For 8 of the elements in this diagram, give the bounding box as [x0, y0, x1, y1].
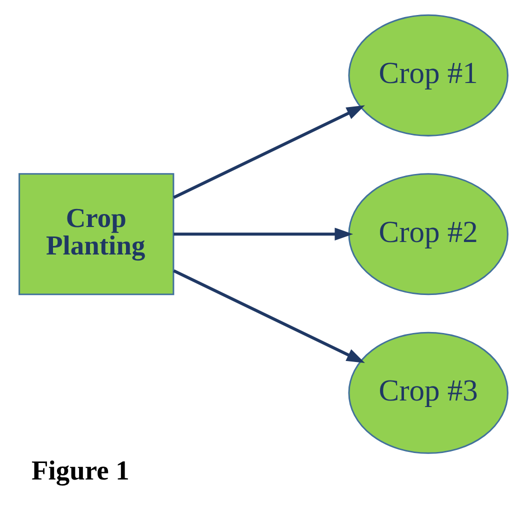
caption: Figure 1: [31, 455, 129, 486]
node-ellipse: Crop #1: [348, 14, 508, 136]
node-ellipse: Crop #3: [348, 331, 508, 454]
arrow: [173, 227, 353, 240]
node-ellipse: Crop #2: [348, 172, 508, 295]
arrow: [172, 104, 364, 198]
node-box: Crop Planting: [18, 172, 174, 295]
arrow: [172, 268, 364, 362]
